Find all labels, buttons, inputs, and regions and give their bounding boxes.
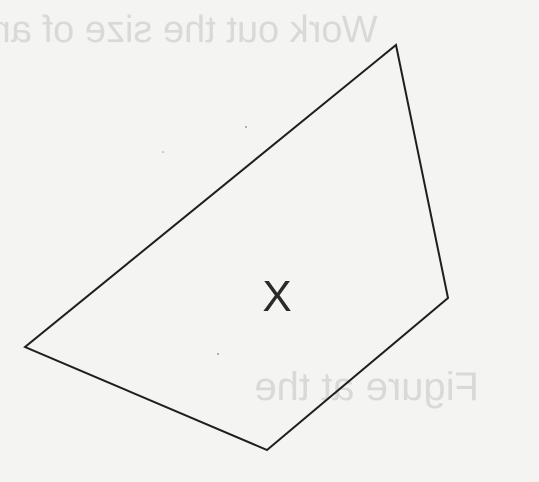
shape-label: X bbox=[262, 272, 291, 321]
paper-speck bbox=[162, 151, 164, 153]
quadrilateral-outline bbox=[23, 43, 450, 452]
bleed-line-lower: Figure at the bbox=[254, 365, 479, 409]
paper-speck bbox=[245, 126, 247, 128]
paper-speck bbox=[217, 353, 219, 355]
bleed-line-upper: Work out the size of angle bbox=[0, 9, 378, 51]
bleed-through-text: Work out the size of angle Figure at the bbox=[0, 9, 479, 409]
